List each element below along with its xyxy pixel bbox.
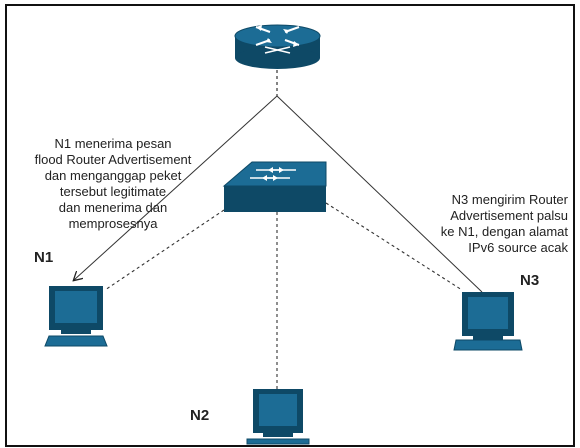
node-label-n1: N1 (34, 249, 54, 266)
n3-description: N3 mengirim Router Advertisement palsu k… (440, 192, 568, 255)
n3-line (276, 95, 483, 293)
computer-icon (44, 286, 108, 347)
diagram-border (5, 4, 575, 447)
n1-arrow-line (74, 95, 278, 280)
node-label-n3: N3 (520, 272, 540, 289)
node-label-n2: N2 (190, 407, 210, 424)
computer-icon (453, 292, 523, 351)
n1-description: N1 menerima pesan flood Router Advertise… (34, 136, 192, 231)
computer-icon (246, 389, 310, 445)
switch-icon (222, 161, 327, 212)
switch-dotted-link-n3 (325, 202, 463, 291)
router-icon (234, 24, 321, 69)
